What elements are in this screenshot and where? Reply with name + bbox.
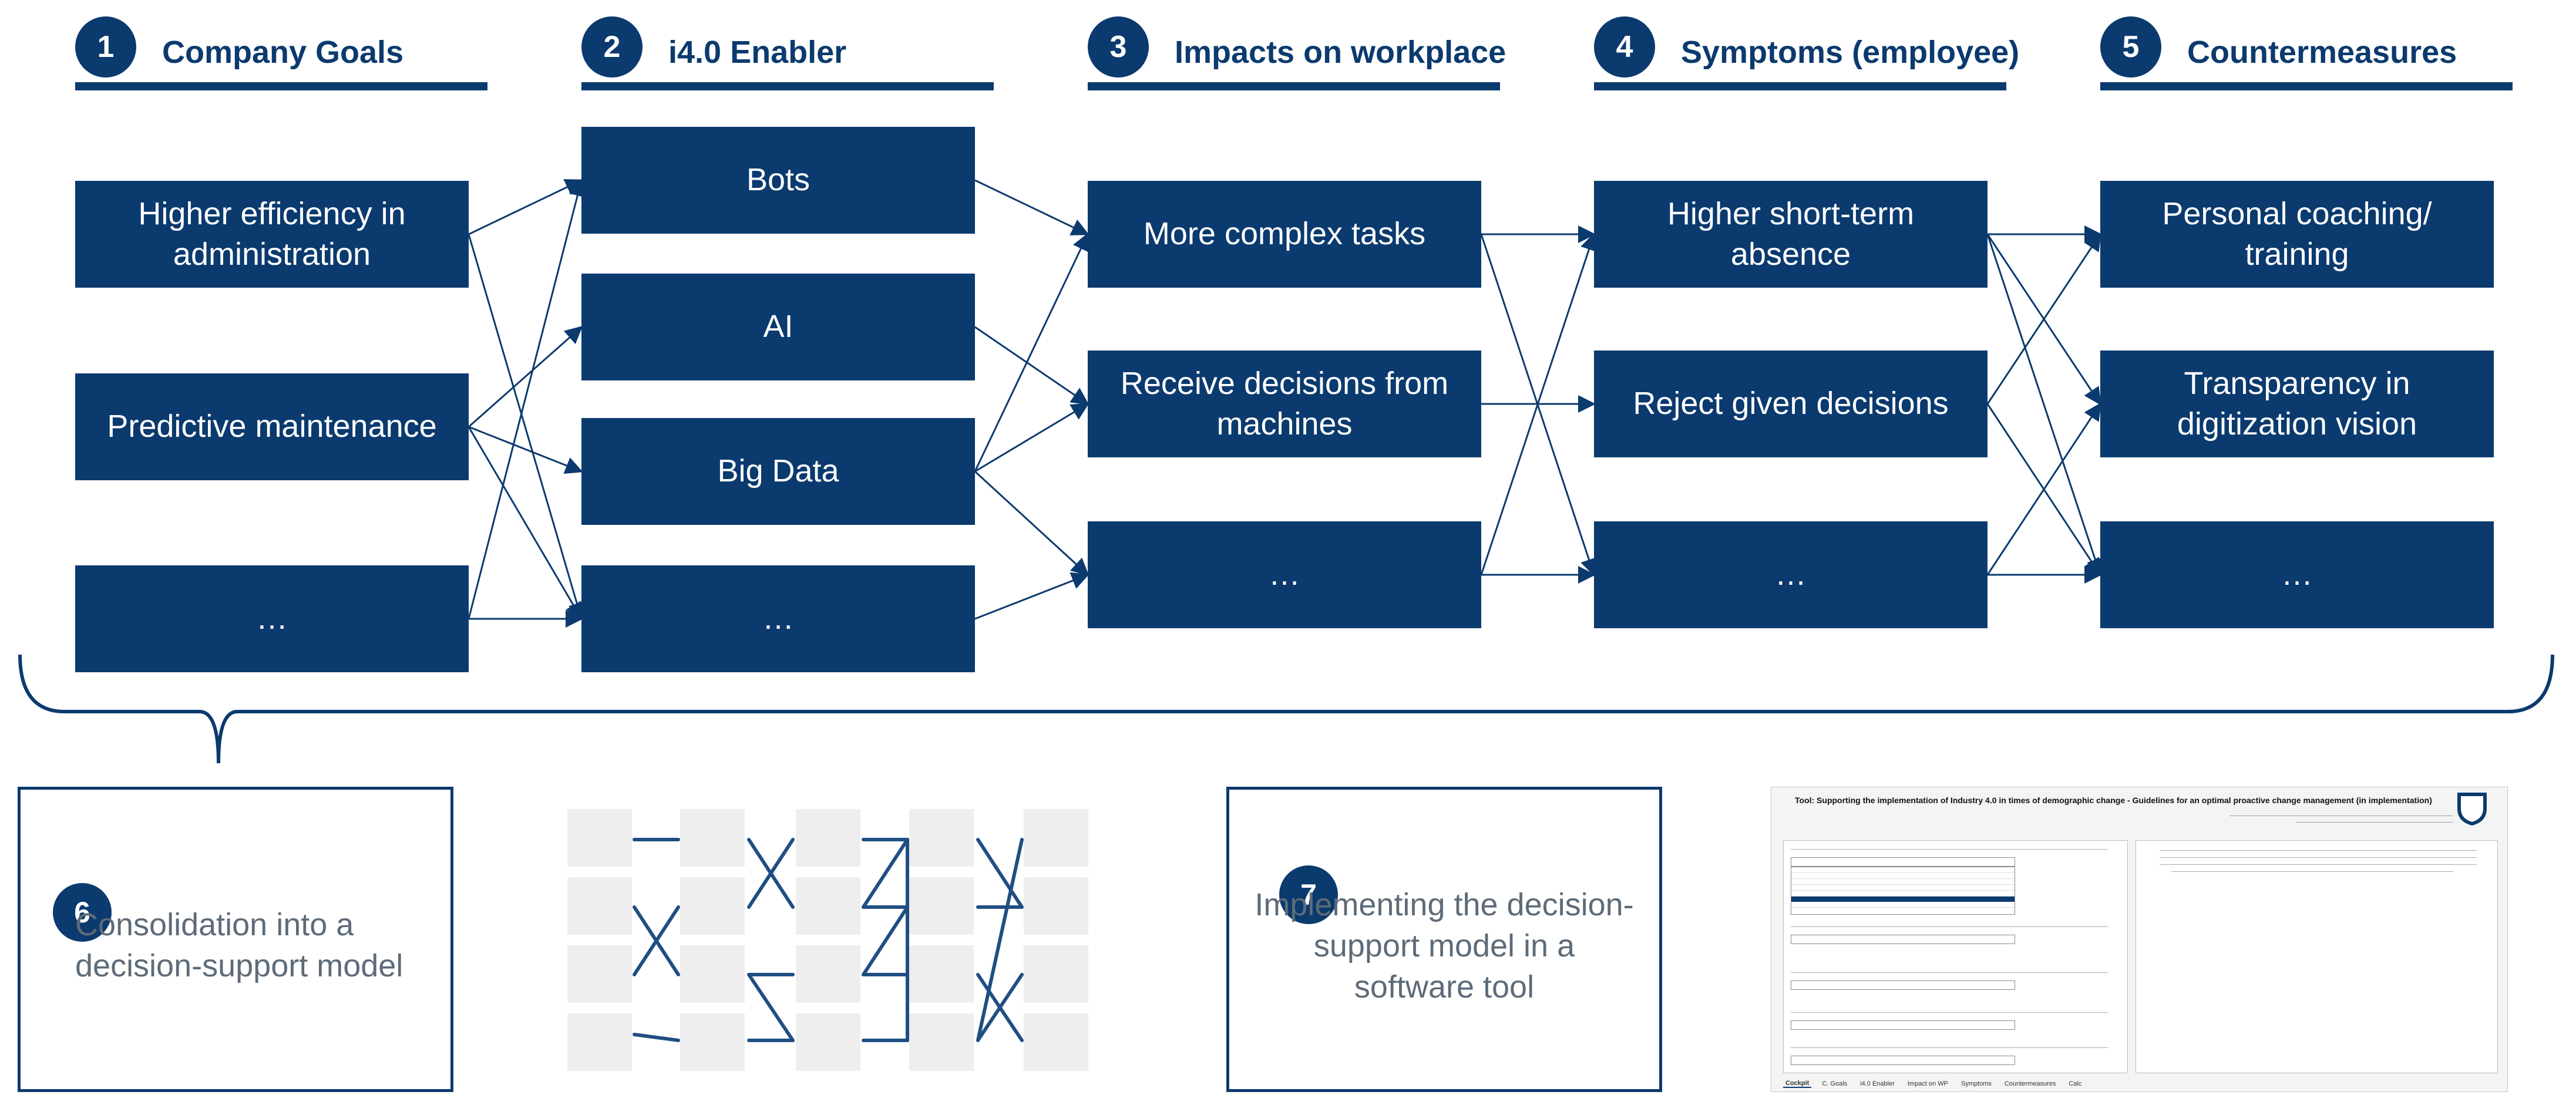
box-short-term-absence: Higher short-term absence (1594, 181, 1988, 288)
connection-arrow (468, 178, 586, 619)
symptoms-select[interactable] (1791, 1056, 2015, 1065)
connection-arrow (468, 326, 583, 428)
connection-arrow (468, 179, 583, 235)
connection-arrow (974, 572, 1089, 620)
subgoal-select[interactable] (1791, 935, 2015, 944)
box-transparency: Transparency in digitization vision (2100, 351, 2494, 457)
header-rule (1088, 82, 1500, 90)
tab-impact[interactable]: Impact on WP (1907, 1080, 1948, 1087)
step-number-6: 6 (53, 883, 112, 942)
panel-implementation (1226, 787, 1662, 1092)
box-goals-more: … (75, 565, 469, 672)
header-rule (75, 82, 487, 90)
step-number-2: 2 (581, 16, 643, 77)
box-predictive-maintenance: Predictive maintenance (75, 373, 469, 480)
connection-arrow (468, 234, 586, 621)
connection-arrow (468, 426, 583, 621)
tab-calc[interactable]: Calc (2069, 1080, 2082, 1087)
software-tool-screenshot: Tool: Supporting the implementation of I… (1771, 787, 2508, 1092)
box-receive-decisions: Receive decisions from machines (1088, 351, 1481, 457)
enabler-select[interactable] (1791, 980, 2015, 990)
connection-arrow (974, 403, 1089, 473)
step-number-3: 3 (1088, 16, 1149, 77)
box-impacts-more: … (1088, 521, 1481, 628)
implementation-text: Implementing the decision-support model … (1255, 887, 1634, 1005)
step-number-5: 5 (2100, 16, 2161, 77)
box-big-data: Big Data (581, 418, 975, 525)
step-number-7: 7 (1279, 865, 1338, 924)
workplace-select[interactable] (1791, 1020, 2015, 1030)
header-title: Countermeasures (2187, 35, 2457, 70)
header-title: Impacts on workplace (1175, 35, 1506, 70)
box-reject-decisions: Reject given decisions (1594, 351, 1988, 457)
box-enabler-more: … (581, 565, 975, 672)
tab-countermeasures[interactable]: Countermeasures (2004, 1080, 2056, 1087)
box-personal-coaching: Personal coaching/ training (2100, 181, 2494, 288)
software-tool-results (2136, 840, 2498, 1073)
box-countermeasures-more: … (2100, 521, 2494, 628)
box-more-complex-tasks: More complex tasks (1088, 181, 1481, 288)
connection-arrow (974, 326, 1089, 405)
header-title: i4.0 Enabler (668, 35, 847, 70)
connection-arrow (1480, 232, 1598, 575)
step-number-1: 1 (75, 16, 136, 77)
connection-arrow (974, 232, 1089, 472)
box-ai: AI (581, 274, 975, 380)
shield-icon (2457, 793, 2487, 826)
software-tool-credits (2229, 811, 2453, 823)
tab-goals[interactable]: C. Goals (1822, 1080, 1848, 1087)
software-tool-title: Tool: Supporting the implementation of I… (1795, 796, 2432, 805)
software-tool-form (1783, 840, 2128, 1073)
header-title: Company Goals (162, 35, 404, 70)
header-title: Symptoms (employee) (1681, 35, 2020, 70)
connection-arrow (974, 470, 1089, 577)
branch-dropdown-list[interactable] (1791, 867, 2015, 915)
header-rule (1594, 82, 2006, 90)
consolidation-text: Consolidation into a decision-support mo… (75, 907, 403, 984)
connection-arrow (1986, 402, 2101, 575)
box-bots: Bots (581, 127, 975, 234)
connection-arrow (974, 179, 1089, 235)
header-rule (2100, 82, 2513, 90)
connection-arrow (1986, 234, 2104, 577)
connection-arrow (1986, 232, 2101, 405)
tab-symptoms[interactable]: Symptoms (1960, 1080, 1992, 1087)
box-higher-efficiency: Higher efficiency in administration (75, 181, 469, 288)
branch-select[interactable] (1791, 857, 2015, 867)
step-number-4: 4 (1594, 16, 1655, 77)
box-symptoms-more: … (1594, 521, 1988, 628)
tab-cockpit[interactable]: Cockpit (1783, 1080, 1812, 1088)
connection-arrow (468, 426, 583, 474)
tab-enabler[interactable]: i4.0 Enabler (1860, 1080, 1895, 1087)
software-tool-tabs: Cockpit C. Goals i4.0 Enabler Impact on … (1783, 1077, 2084, 1090)
header-rule (581, 82, 994, 90)
